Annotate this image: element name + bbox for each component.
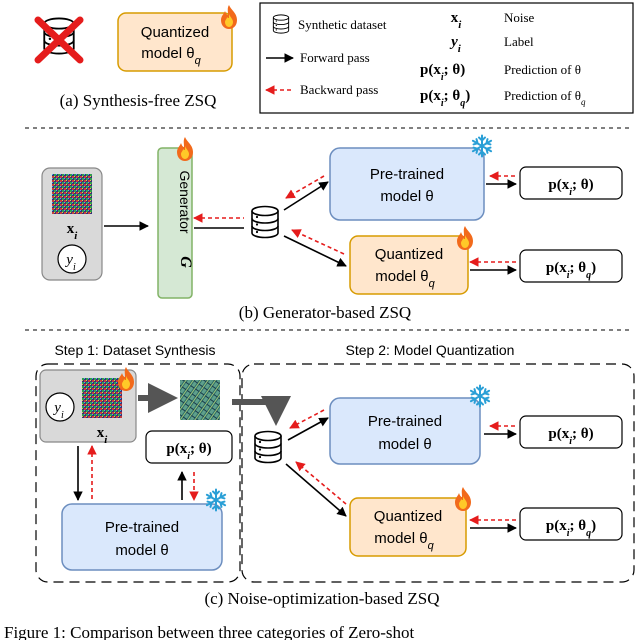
panel-c-step1-pretrained-line1: Pre-trained: [105, 519, 179, 536]
panel-c-step2-pretrained-line1: Pre-trained: [368, 413, 442, 430]
panel-c-dataset-icon: [254, 430, 282, 464]
legend-dataset-text: Synthetic dataset: [298, 17, 387, 32]
panel-b-pretrained-line2: model θ: [380, 188, 433, 205]
legend-pred-theta-q-text: Prediction of θq: [504, 88, 586, 107]
figure-caption: Figure 1: Comparison between three categ…: [4, 623, 415, 640]
legend-noise-text: Noise: [504, 10, 535, 25]
panel-c-output-theta-q-box: [519, 507, 623, 541]
legend-forward-text: Forward pass: [300, 50, 370, 65]
panel-b-dataset-to-quantized: [283, 235, 347, 267]
panel-c: Step 1: Dataset Synthesis Step 2: Model …: [35, 342, 635, 608]
panel-b-quantized-backward: [291, 229, 345, 255]
panel-c-step2-pretrained-box: [329, 397, 481, 465]
panel-c-step2-pretrained-line2: model θ: [378, 436, 431, 453]
panel-c-quantized-line1: Quantized: [374, 508, 442, 525]
panel-c-noise-image: [82, 378, 122, 418]
panel-b: xi yi Generator G Pre-trained model θ Qu…: [41, 134, 623, 322]
panel-b-frozen-snow-icon: [471, 134, 493, 158]
panel-c-pred-box: [145, 430, 233, 464]
panel-a-quantized-model-box: [117, 12, 233, 72]
panel-c-step1-pretrained-line2: model θ: [115, 542, 168, 559]
panel-c-step1-snow-icon: [205, 488, 227, 512]
panel-b-dataset-to-pretrained: [283, 181, 329, 211]
legend-pred-theta-symbol: p(xi; θ): [420, 62, 465, 83]
step1-container: [35, 363, 241, 583]
panel-b-label-symbol: yi: [64, 252, 76, 273]
panel-c-label-symbol: yi: [52, 400, 64, 421]
panel-b-output-theta-box: [519, 166, 623, 200]
panel-a-quantized-line1: Quantized: [141, 24, 209, 41]
generator-box: [157, 147, 193, 299]
panel-b-quantized-line2: model θq: [375, 268, 435, 290]
panel-b-output-theta: p(xi; θ): [548, 177, 593, 198]
synthetic-to-dataset-arrow: [232, 396, 291, 426]
trainable-fire-icon: [221, 5, 237, 29]
legend-backward-text: Backward pass: [300, 82, 378, 97]
panel-b-quantized-fire-icon: [457, 226, 473, 250]
no-dataset-icon: [34, 16, 84, 64]
panel-b-noise-image: [52, 174, 92, 214]
panel-c-pred-text: p(xi; θ): [166, 441, 211, 462]
panel-c-quantized-fire-icon: [455, 487, 471, 511]
panel-c-dataset-to-pretrained: [287, 417, 329, 441]
panel-b-pretrained-box: [329, 147, 485, 221]
legend-pred-theta-text: Prediction of θ: [504, 62, 581, 77]
panel-b-pretrained-backward: [285, 175, 325, 199]
panel-b-quantized-line1: Quantized: [375, 246, 443, 263]
panel-c-output-theta-box: [519, 415, 623, 449]
panel-c-quantized-line2: model θq: [374, 530, 434, 552]
legend: Synthetic dataset Forward pass Backward …: [259, 2, 634, 114]
legend-dataset-icon: [272, 14, 290, 34]
step1-title: Step 1: Dataset Synthesis: [54, 342, 215, 358]
step2-title: Step 2: Model Quantization: [346, 342, 515, 358]
panel-c-output-theta-q: p(xi; θq): [546, 518, 596, 539]
generator-label: Generator: [177, 170, 193, 233]
step2-container: [241, 363, 635, 583]
panel-c-label-circle: [45, 392, 75, 422]
panel-c-noise-symbol: xi: [97, 425, 109, 446]
panel-b-pretrained-line1: Pre-trained: [370, 166, 444, 183]
legend-label-text: Label: [504, 34, 534, 49]
panel-c-caption: (c) Noise-optimization-based ZSQ: [204, 589, 439, 608]
legend-pred-theta-q-symbol: p(xi; θq): [420, 88, 470, 109]
panel-a-quantized-line2: model θq: [141, 45, 201, 67]
panel-c-step2-snow-icon: [469, 384, 491, 408]
panel-b-quantized-box: [349, 235, 469, 295]
panel-b-label-circle: [57, 244, 87, 274]
legend-label-symbol: yi: [449, 34, 462, 55]
generator-symbol: G: [177, 256, 194, 268]
panel-c-quantized-box: [349, 497, 467, 557]
panel-b-output-theta-q-box: [519, 249, 623, 283]
synthetic-image: [180, 380, 220, 420]
panel-c-output-theta: p(xi; θ): [548, 426, 593, 447]
panel-c-dataset-to-quantized: [285, 463, 347, 517]
panel-b-output-theta-q: p(xi; θq): [546, 260, 596, 281]
panel-a-caption: (a) Synthesis-free ZSQ: [60, 91, 217, 110]
legend-noise-symbol: xi: [451, 10, 463, 31]
panel-c-step1-pretrained-box: [61, 503, 223, 571]
generator-fire-icon: [177, 137, 193, 161]
panel-a: Quantized model θq (a) Synthesis-free ZS…: [34, 5, 237, 110]
panel-b-dataset-icon: [251, 205, 279, 239]
panel-c-quantized-backward: [295, 461, 347, 505]
panel-b-noise-symbol: xi: [67, 221, 79, 242]
panel-c-pretrained-backward: [289, 409, 325, 429]
panel-b-caption: (b) Generator-based ZSQ: [239, 303, 411, 322]
